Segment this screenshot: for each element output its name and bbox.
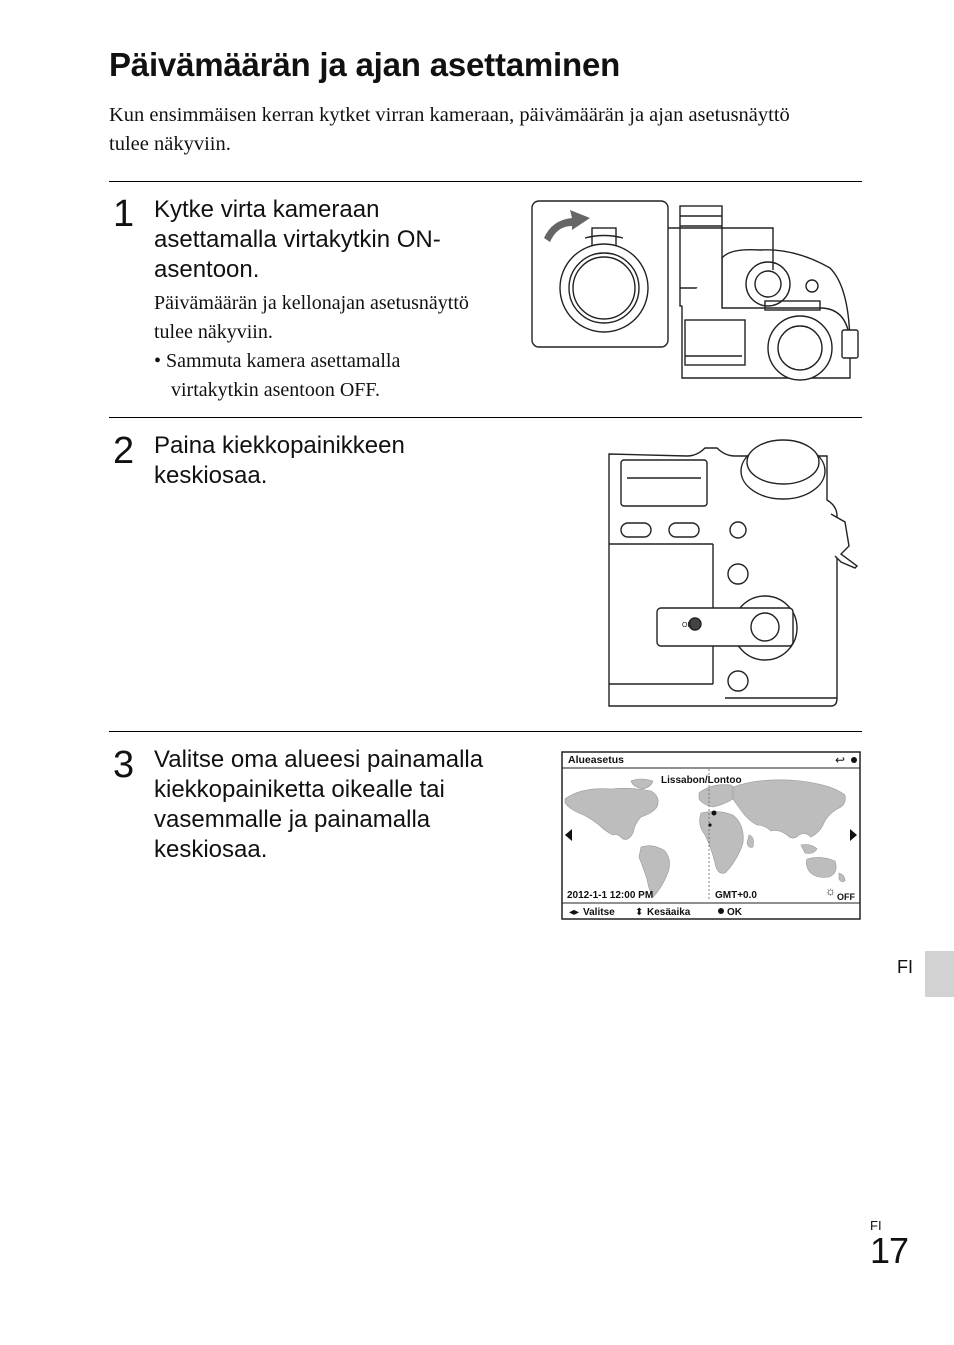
- step-number: 2: [113, 430, 135, 472]
- right-arrow-icon: [850, 829, 857, 841]
- sun-icon: ☼: [825, 884, 836, 898]
- selected-city-marker: [711, 810, 717, 816]
- screen-title: Alueasetus: [568, 754, 624, 766]
- ok-label: OK: [682, 622, 692, 629]
- area-setting-screen: Alueasetus ↩ Lissabon/Lontoo 2012-1-1 12…: [561, 751, 861, 920]
- divider: [109, 731, 862, 732]
- step-title: Valitse oma alueesi painamalla kiekkopai…: [154, 746, 484, 863]
- language-label-small: FI: [870, 1218, 882, 1233]
- up-down-arrow-icon: ⬍: [635, 907, 643, 918]
- world-map: [564, 778, 846, 898]
- power-switch-illustration: [531, 200, 859, 381]
- intro-paragraph: Kun ensimmäisen kerran kytket virran kam…: [109, 104, 790, 155]
- step-bullet: • Sammuta kamera asettamalla virtakytkin…: [154, 350, 401, 401]
- language-tab: [925, 951, 954, 997]
- nav-dst: Kesäaika: [647, 907, 691, 918]
- step-body: Päivämäärän ja kellonajan asetusnäyttö t…: [154, 292, 469, 343]
- gmt-offset: GMT+0.0: [715, 890, 757, 901]
- return-icon: ↩: [835, 753, 845, 767]
- nav-ok: OK: [727, 907, 743, 918]
- step-title: Kytke virta kameraan asettamalla virtaky…: [154, 196, 441, 283]
- step-number: 1: [113, 193, 135, 235]
- left-arrow-icon: [565, 829, 572, 841]
- divider: [109, 417, 862, 418]
- dst-status: OFF: [837, 892, 855, 902]
- datetime: 2012-1-1 12:00 PM: [567, 890, 653, 901]
- city-name: Lissabon/Lontoo: [661, 775, 742, 786]
- language-tab-label: FI: [897, 957, 913, 977]
- nav-select: Valitse: [583, 907, 615, 918]
- page-title: Päivämäärän ja ajan asettaminen: [109, 46, 621, 83]
- step-title: Paina kiekkopainikkeen keskiosaa.: [154, 432, 405, 489]
- city-marker: [708, 823, 712, 827]
- step-number: 3: [113, 744, 135, 786]
- divider: [109, 181, 862, 182]
- page-number: 17: [870, 1230, 909, 1271]
- camera-back-illustration: OK: [608, 439, 859, 707]
- left-right-arrow-icon: ◂▸: [569, 907, 579, 918]
- center-dot-icon: [718, 908, 724, 914]
- center-dot-icon: [851, 757, 857, 763]
